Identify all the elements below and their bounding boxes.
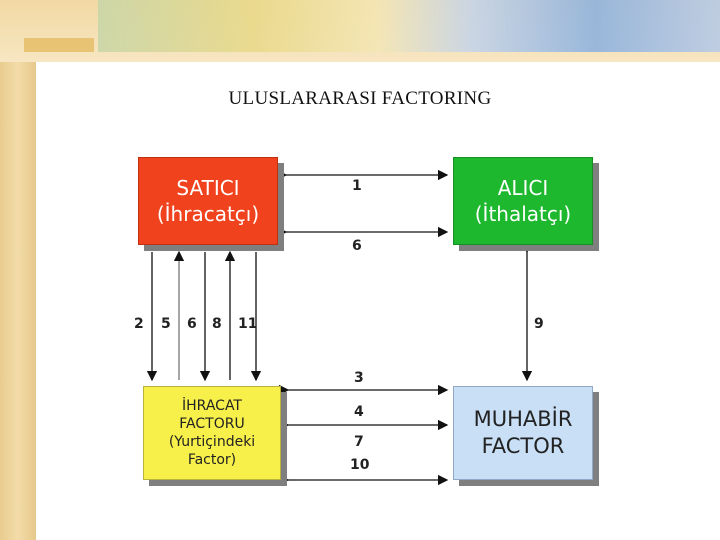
decorative-floral-strip [98, 0, 720, 52]
ihracat-line4: Factor) [187, 452, 237, 469]
satici-box: SATICI (İhracatçı) [138, 157, 278, 245]
slide-title: ULUSLARARASI FACTORING [228, 88, 492, 109]
muhabir-factor-box: MUHABİR FACTOR [453, 386, 593, 480]
satici-subtitle: (İhracatçı) [156, 202, 260, 226]
alici-box: ALICI (İthalatçı) [453, 157, 593, 245]
decorative-bar [24, 38, 94, 52]
muhabir-line1: MUHABİR [473, 406, 573, 431]
decorative-left-strip [0, 0, 36, 540]
muhabir-line2: FACTOR [481, 434, 565, 458]
alici-title: ALICI [497, 176, 549, 200]
label-6-top: 6 [352, 238, 362, 254]
label-10: 10 [350, 457, 370, 473]
label-1: 1 [352, 178, 362, 194]
label-11: 11 [238, 316, 258, 332]
ihracat-line2: FACTORU [179, 415, 245, 432]
label-4: 4 [354, 404, 364, 420]
label-8: 8 [212, 316, 222, 332]
label-5: 5 [161, 316, 171, 332]
label-7: 7 [354, 434, 364, 450]
label-6-left: 6 [187, 316, 197, 332]
ihracat-factor-box: İHRACAT FACTORU (Yurtiçindeki Factor) [143, 386, 281, 480]
label-2: 2 [134, 316, 144, 332]
satici-title: SATICI [176, 176, 240, 200]
ihracat-line1: İHRACAT [182, 397, 242, 414]
ihracat-line3: (Yurtiçindeki [168, 434, 256, 450]
alici-subtitle: (İthalatçı) [474, 202, 572, 226]
label-9: 9 [534, 316, 544, 332]
label-3: 3 [354, 370, 364, 386]
